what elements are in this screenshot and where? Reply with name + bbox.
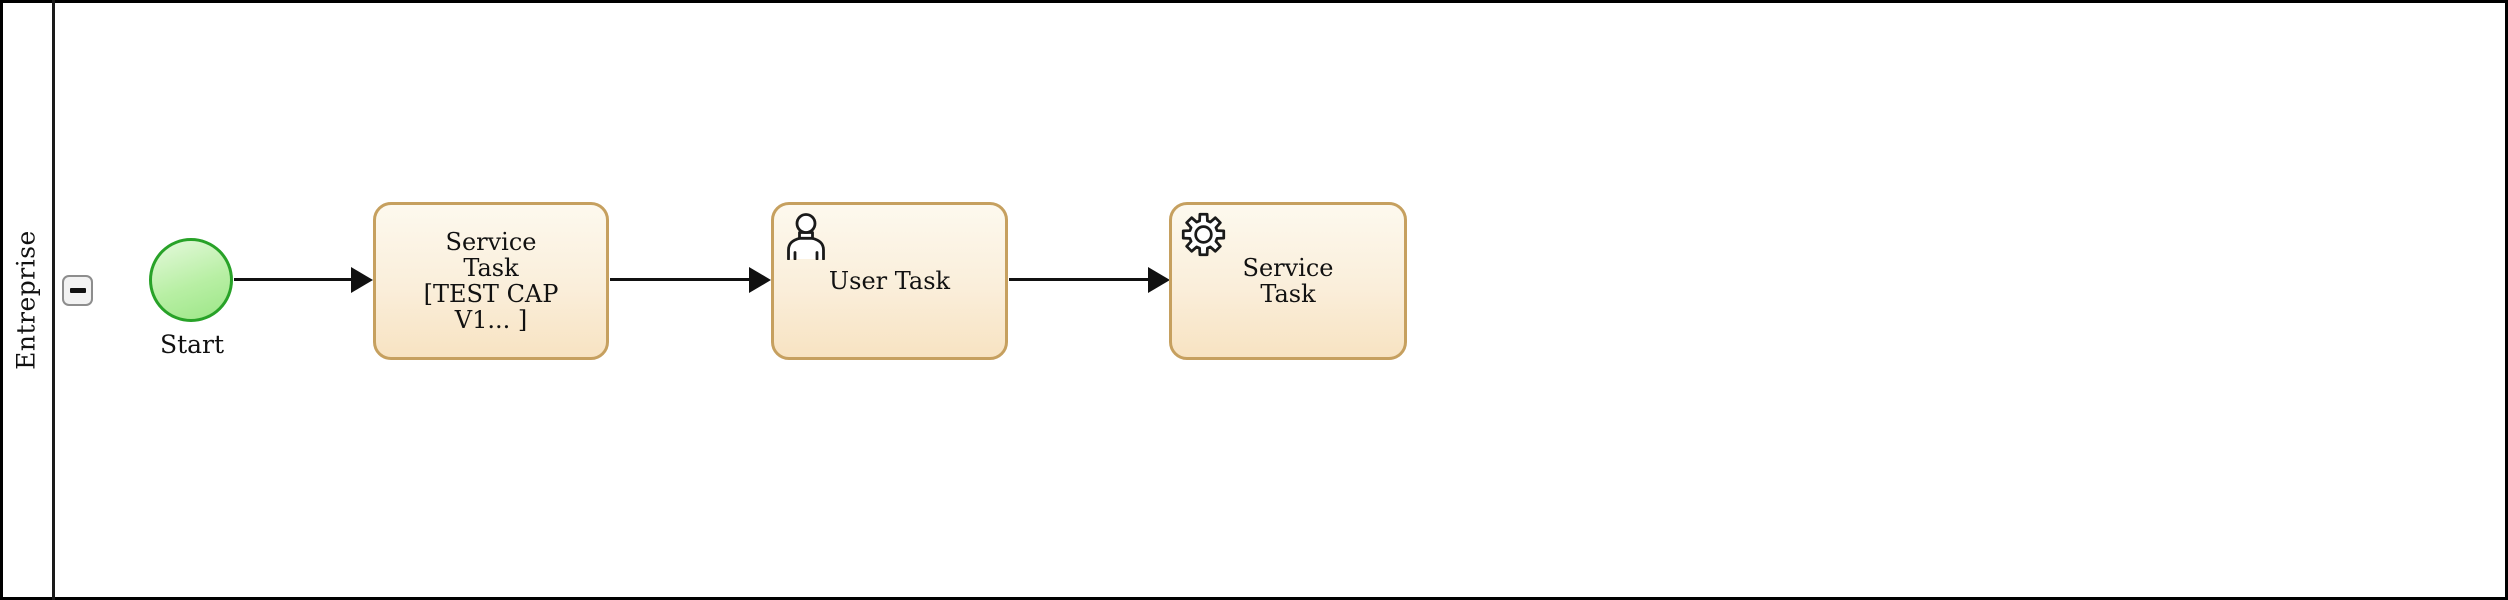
pool-name-strip: Entreprise [0, 0, 52, 600]
arrowhead-icon [749, 267, 771, 293]
flow-line [610, 278, 750, 281]
flow-line [1009, 278, 1149, 281]
arrowhead-icon [1148, 267, 1170, 293]
service-task-1[interactable]: Service Task [TEST CAP V1... ] [373, 202, 609, 360]
start-event[interactable] [149, 238, 233, 322]
service-task-2[interactable]: Service Task [1169, 202, 1407, 360]
gear-icon [1181, 212, 1226, 257]
lane-divider [52, 0, 55, 600]
collapse-pool-button[interactable] [62, 275, 93, 306]
flow-line [234, 278, 352, 281]
start-event-label: Start [159, 330, 225, 359]
minus-icon [69, 288, 86, 293]
pool-name-label: Entreprise [11, 230, 41, 370]
user-icon [787, 213, 825, 260]
user-task[interactable]: User Task [771, 202, 1008, 360]
task-name: User Task [828, 267, 951, 295]
arrowhead-icon [351, 267, 373, 293]
task-name: Service Task [TEST CAP V1... ] [423, 228, 559, 334]
task-name: Service Task [1242, 254, 1334, 308]
